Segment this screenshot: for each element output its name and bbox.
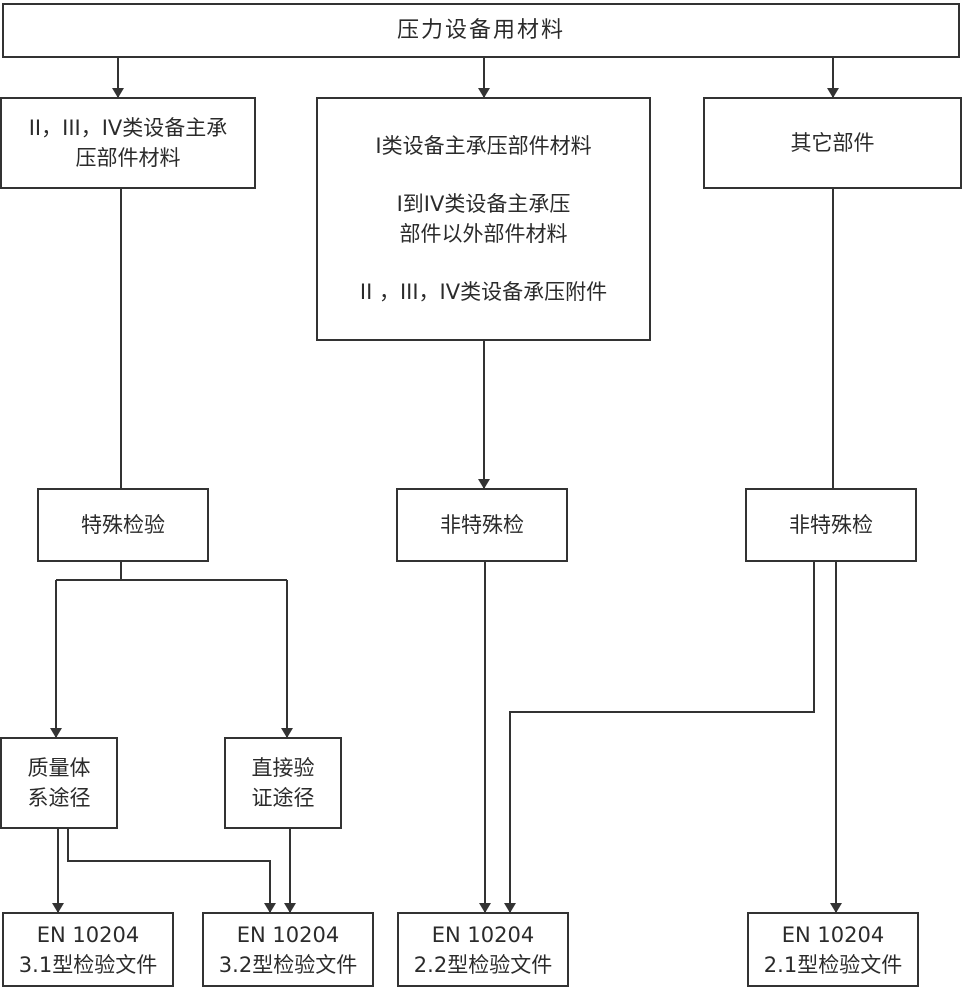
non-special-right-label: 非特殊检 [789,513,873,537]
quality-system-node: 质量体 系途径 [0,737,118,829]
direct-verification-line1: 直接验 [251,756,315,780]
doc-2-2-node: EN 10204 2.2型检验文件 [397,912,569,987]
doc-2-1-line2: 2.1型检验文件 [763,952,903,977]
doc-3-1-line2: 3.1型检验文件 [18,952,158,977]
doc-2-1-line1: EN 10204 [781,922,885,947]
middle-top-line3: 部件以外部件材料 [399,222,568,246]
doc-3-2-line1: EN 10204 [236,922,340,947]
left-top-node: II，III，IV类设备主承 压部件材料 [0,97,256,189]
left-top-line2: 压部件材料 [75,146,181,170]
non-special-middle-node: 非特殊检 [396,488,568,562]
root-node: 压力设备用材料 [2,3,960,58]
left-top-line1: II，III，IV类设备主承 [28,116,228,140]
doc-2-2-line1: EN 10204 [431,922,535,947]
root-label: 压力设备用材料 [396,17,565,43]
special-inspection-node: 特殊检验 [37,488,209,562]
doc-3-2-node: EN 10204 3.2型检验文件 [202,912,374,987]
doc-3-1-node: EN 10204 3.1型检验文件 [2,912,174,987]
middle-top-node: I类设备主承压部件材料 I到IV类设备主承压 部件以外部件材料 II ，III，… [316,97,651,341]
non-special-right-node: 非特殊检 [745,488,917,562]
doc-3-1-line1: EN 10204 [36,922,140,947]
doc-3-2-line2: 3.2型检验文件 [218,952,358,977]
direct-verification-node: 直接验 证途径 [224,737,342,829]
arrow-right-nonspecial-to-2-2 [504,562,815,913]
non-special-middle-label: 非特殊检 [440,513,524,537]
quality-system-line1: 质量体 [27,756,91,780]
arrow-quality-to-3-2 [67,829,276,913]
middle-top-line2: I到IV类设备主承压 [396,192,571,216]
doc-2-2-line2: 2.2型检验文件 [413,952,553,977]
special-inspection-label: 特殊检验 [81,513,165,537]
middle-top-line1: I类设备主承压部件材料 [375,134,592,158]
middle-top-line4: II ，III，IV类设备承压附件 [359,280,608,304]
quality-system-line2: 系途径 [27,786,91,810]
doc-2-1-node: EN 10204 2.1型检验文件 [747,912,919,987]
right-top-node: 其它部件 [703,97,962,189]
direct-verification-line2: 证途径 [251,786,315,810]
right-top-label: 其它部件 [790,131,875,155]
